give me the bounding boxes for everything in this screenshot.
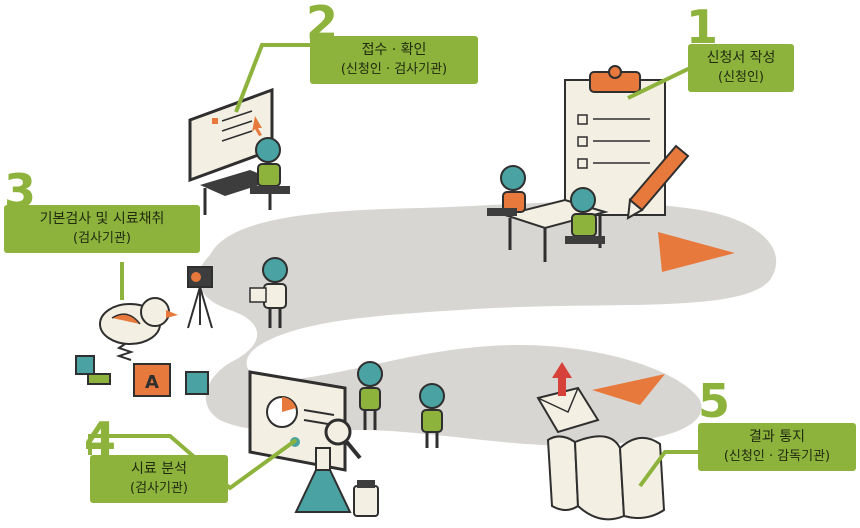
step-3-label: 기본검사 및 시료채취 (검사기관) — [4, 205, 200, 253]
person-icon — [487, 165, 526, 216]
person-icon — [250, 137, 290, 194]
connector-line — [234, 43, 318, 113]
person-icon — [565, 187, 605, 244]
envelope-icon — [536, 386, 600, 434]
direction-arrow-icon — [592, 374, 665, 405]
direction-arrow-icon — [658, 232, 735, 272]
toy-bird-icon — [99, 297, 178, 361]
step-3-role: (검사기관) — [73, 231, 131, 246]
document-scroll-icon — [546, 435, 666, 521]
connector-line — [88, 434, 298, 491]
toy-blocks-icon: A — [75, 355, 209, 397]
upload-arrow-icon — [552, 362, 572, 396]
step-4-title: 시료 분석 — [131, 461, 187, 477]
step-1-number: 1 — [686, 0, 719, 54]
step-2-title: 접수 · 확인 — [361, 42, 427, 58]
person-icon — [249, 257, 288, 328]
magnifier-icon — [324, 418, 362, 460]
step-5-label: 결과 통지 (신청인 · 감독기관) — [698, 423, 856, 471]
person-icon — [357, 361, 383, 430]
step-2-role: (신청인 · 검사기관) — [340, 62, 448, 77]
analysis-board-icon — [248, 370, 347, 472]
person-icon — [419, 383, 445, 448]
step-2-label: 접수 · 확인 (신청인 · 검사기관) — [310, 36, 478, 84]
camera-icon — [187, 266, 213, 329]
step-5-number: 5 — [698, 374, 731, 428]
computer-icon — [188, 87, 274, 183]
connector-line — [638, 450, 700, 488]
flask-icon — [294, 447, 352, 513]
block-letter: A — [145, 372, 159, 393]
step-5-title: 결과 통지 — [749, 429, 805, 445]
step-1-title: 신청서 작성 — [706, 50, 776, 66]
step-1-role: (신청인) — [717, 70, 765, 85]
step-5-role: (신청인 · 감독기관) — [723, 449, 831, 464]
pencil-icon — [626, 144, 690, 220]
step-1-label: 신청서 작성 (신청인) — [688, 44, 794, 92]
step-4-label: 시료 분석 (검사기관) — [90, 455, 228, 503]
jar-icon — [353, 480, 379, 517]
step-4-role: (검사기관) — [130, 481, 188, 496]
step-4-number: 4 — [84, 412, 117, 466]
step-3-title: 기본검사 및 시료채취 — [39, 211, 165, 227]
